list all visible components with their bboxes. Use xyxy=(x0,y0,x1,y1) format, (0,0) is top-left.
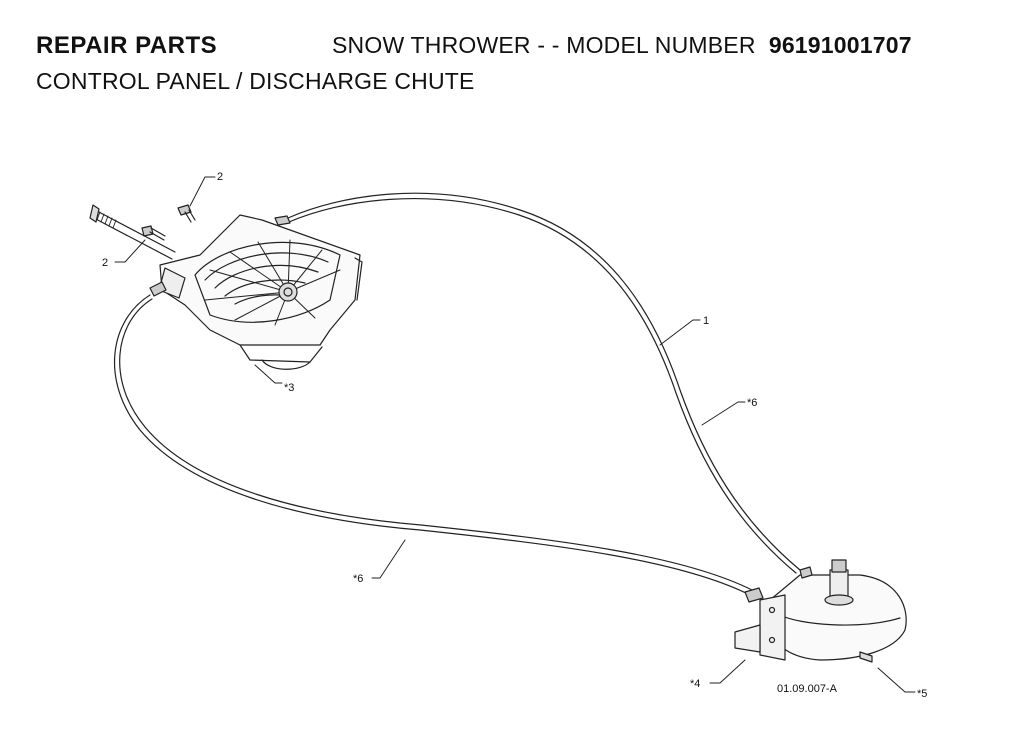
figure-reference: 01.09.007-A xyxy=(777,683,838,695)
callout-cable-lower: *6 xyxy=(353,573,363,585)
threaded-rod xyxy=(89,204,176,260)
cable-upper xyxy=(287,192,801,574)
control-panel-assembly xyxy=(149,214,363,370)
callout-control-panel: *3 xyxy=(284,382,294,394)
page-subtitle: CONTROL PANEL / DISCHARGE CHUTE xyxy=(36,68,475,94)
callout-bolt-left: 2 xyxy=(102,257,108,269)
bolt-left xyxy=(141,225,166,241)
bracket xyxy=(734,587,786,661)
product-name: SNOW THROWER - - MODEL NUMBER xyxy=(332,32,756,58)
callout-cable-upper: 1 xyxy=(703,315,709,327)
callout-chute-base: *5 xyxy=(917,688,927,700)
bolt-top xyxy=(177,204,196,223)
product-title: SNOW THROWER - - MODEL NUMBER 9619100170… xyxy=(332,32,912,59)
callout-cable-upper-star: *6 xyxy=(747,397,757,409)
chute-base-assembly xyxy=(769,559,907,663)
section-title: REPAIR PARTS xyxy=(36,32,218,59)
callout-bolt-top: 2 xyxy=(217,171,223,183)
model-number: 96191001707 xyxy=(768,32,912,58)
cable-lower xyxy=(113,294,753,596)
callout-bracket: *4 xyxy=(690,678,700,690)
leader-lines xyxy=(114,176,916,693)
